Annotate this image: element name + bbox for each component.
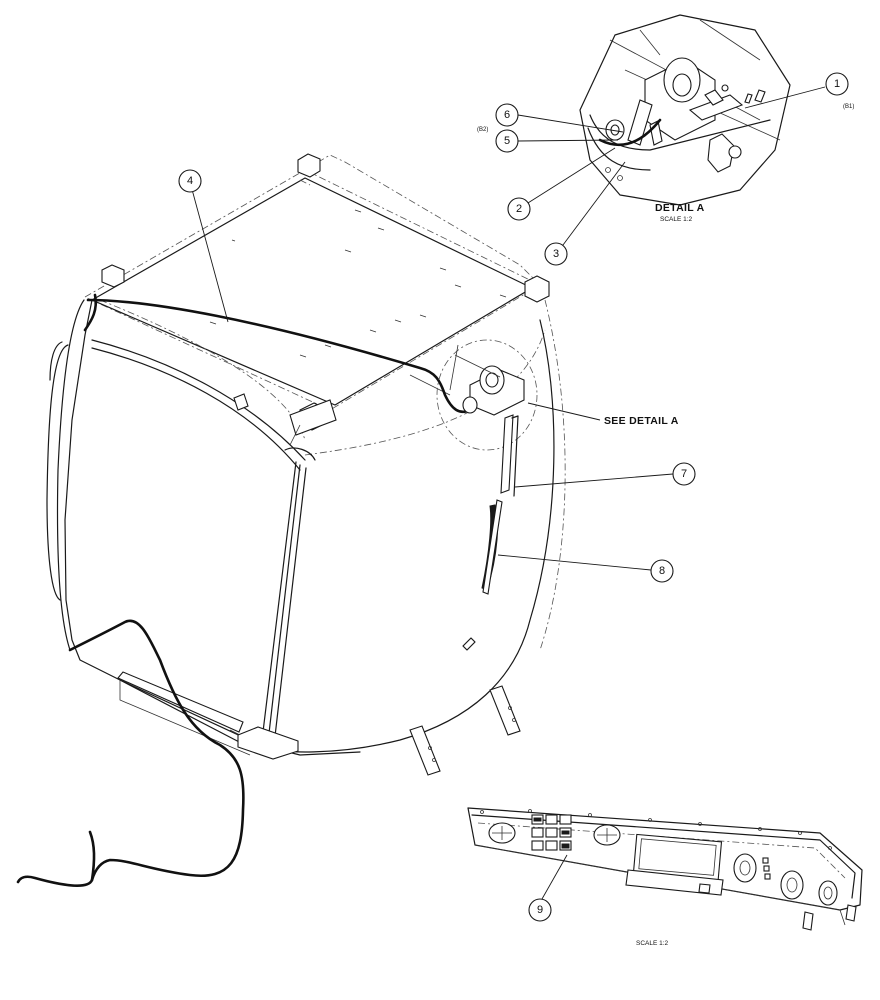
callout-9: 9	[528, 898, 552, 922]
callout-1-label: 1	[834, 78, 840, 90]
tag-b1: (B1)	[843, 104, 854, 110]
mount-leg	[409, 725, 441, 776]
wiper-cable	[16, 293, 472, 887]
callout-5-label: 5	[504, 135, 510, 147]
callout-6: 6	[495, 103, 519, 127]
callout-2-label: 2	[516, 203, 522, 215]
detail-a-view	[579, 14, 791, 206]
cab-assembly	[46, 153, 566, 776]
tag-b2: (B2)	[477, 127, 488, 133]
leader-lines	[189, 86, 826, 900]
callout-8: 8	[650, 559, 674, 583]
instrument-panel	[467, 807, 863, 931]
detail-a-scale: SCALE 1:2	[660, 216, 693, 223]
callout-4-label: 4	[187, 175, 193, 187]
callout-7: 7	[672, 462, 696, 486]
callout-7-label: 7	[681, 468, 687, 480]
roof-bracket	[524, 275, 550, 303]
panel-scale-note: SCALE 1:2	[636, 940, 669, 947]
roof-bracket	[101, 264, 125, 288]
see-detail-note: SEE DETAIL A	[604, 415, 679, 427]
roof-bracket	[297, 153, 321, 178]
wiper-motor-main	[436, 339, 538, 497]
callout-2: 2	[507, 197, 531, 221]
detail-a-title: DETAIL A	[655, 202, 705, 214]
callout-4: 4	[178, 169, 202, 193]
callout-6-label: 6	[504, 109, 510, 121]
switch-block	[531, 814, 572, 851]
callout-1: 1	[825, 72, 849, 96]
callout-3: 3	[544, 242, 568, 266]
callout-5: 5	[495, 129, 519, 153]
callout-8-label: 8	[659, 565, 665, 577]
callout-9-label: 9	[537, 904, 543, 916]
callout-3-label: 3	[553, 248, 559, 260]
wiper-blade	[481, 499, 503, 595]
mount-leg	[489, 685, 521, 736]
